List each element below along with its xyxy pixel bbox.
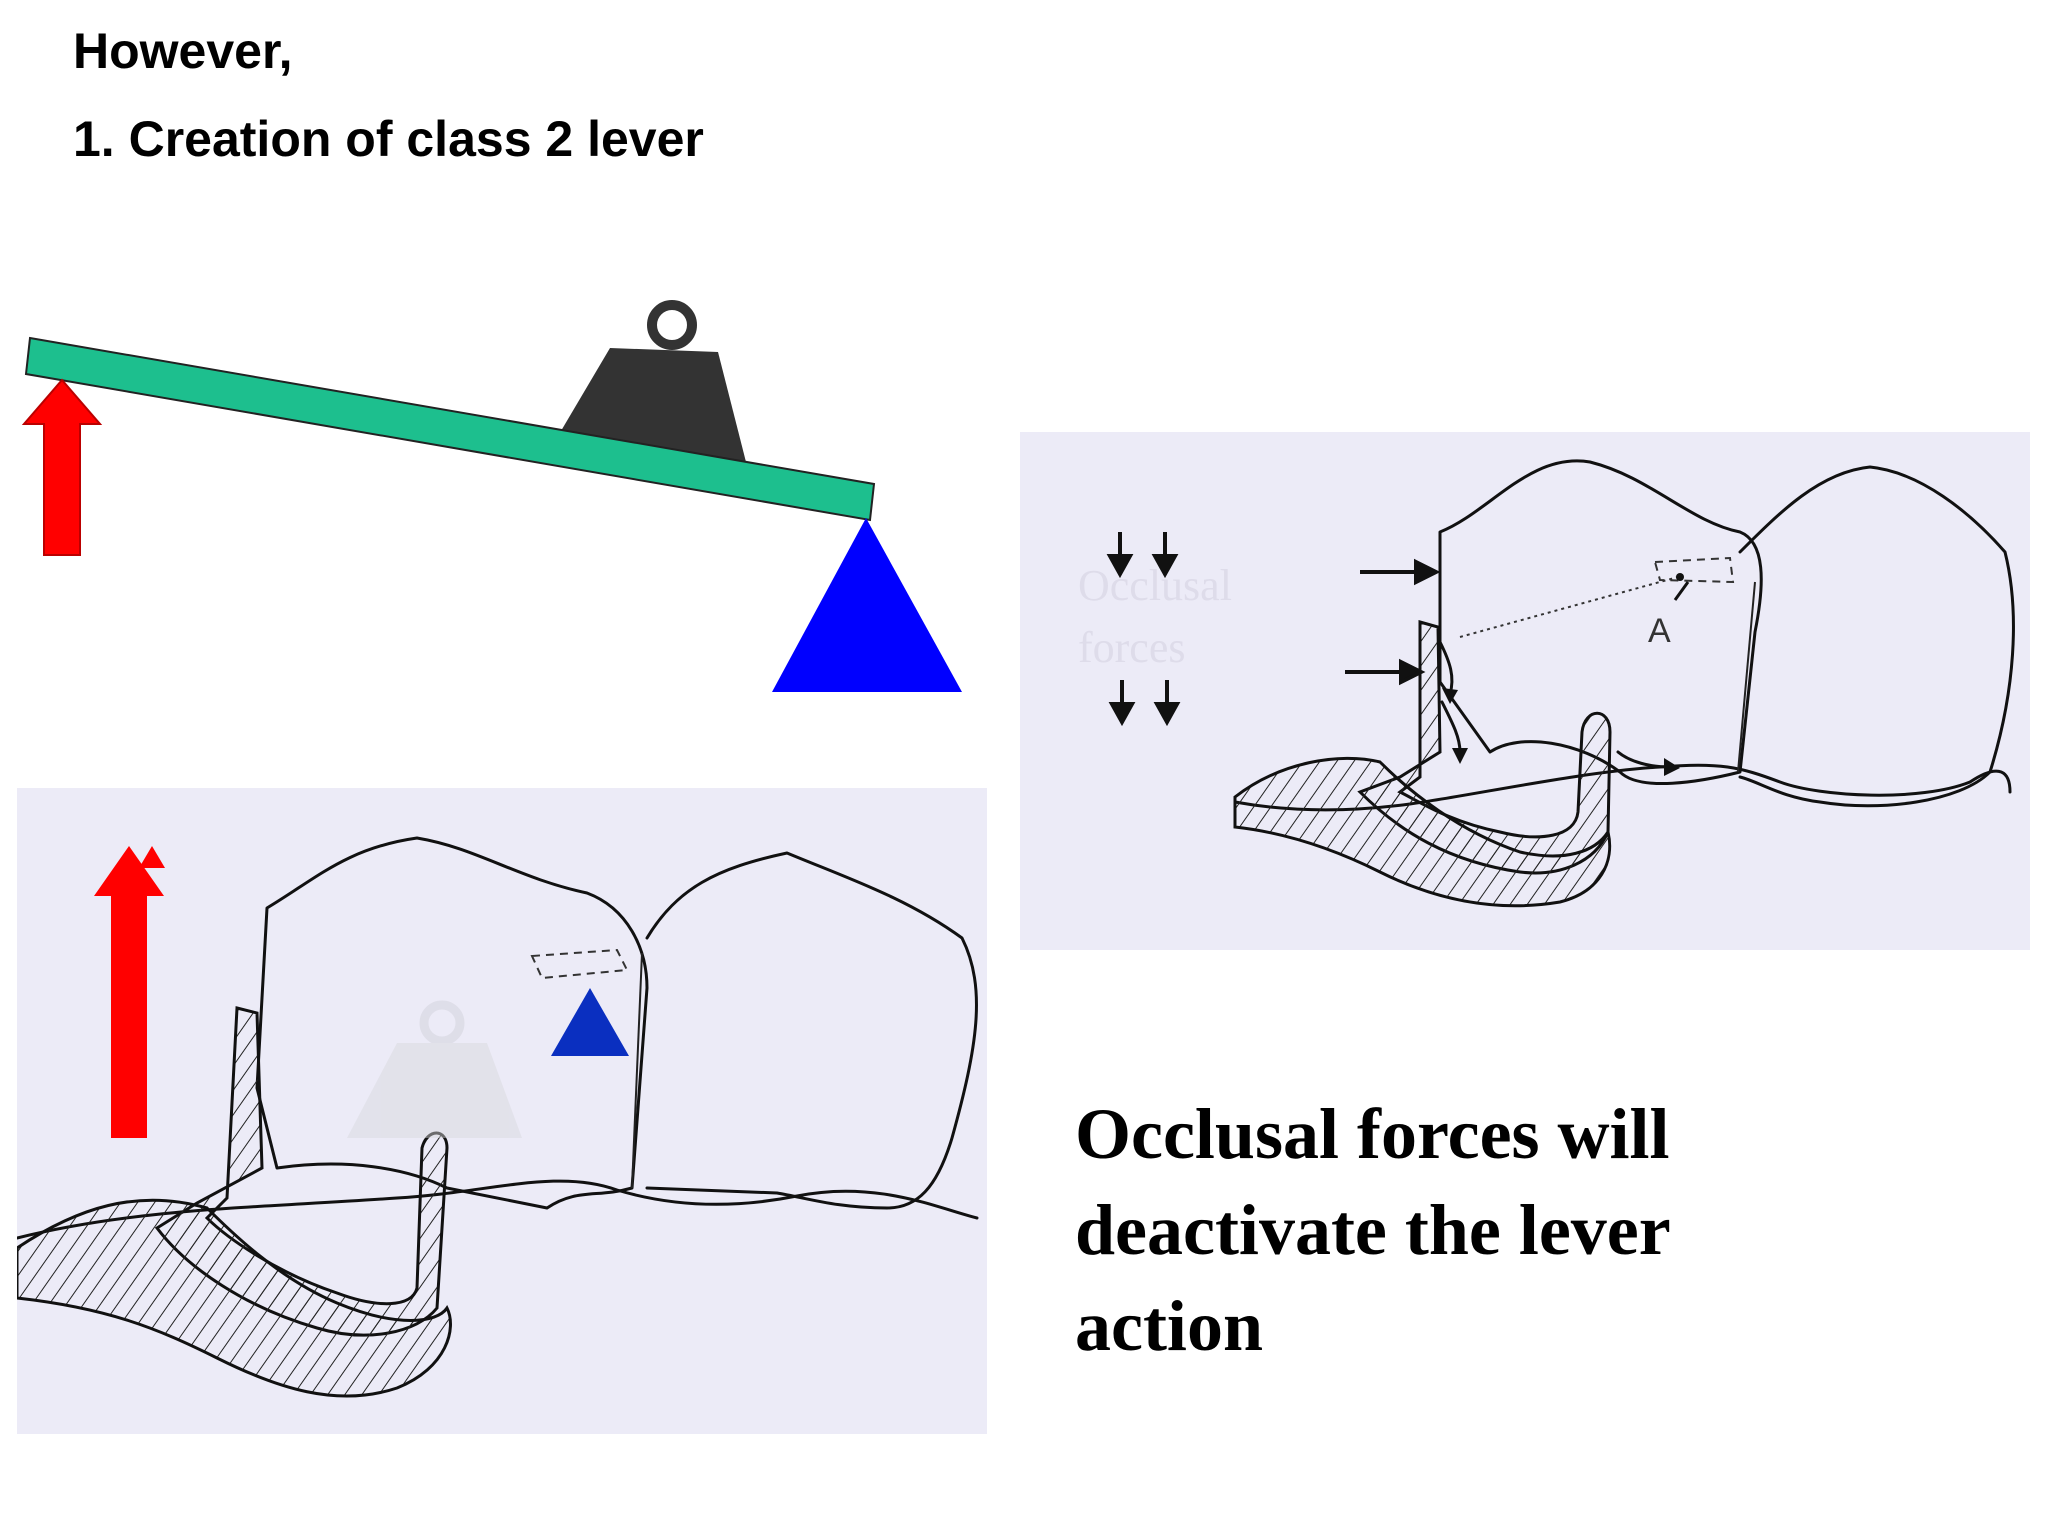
lever-bar xyxy=(24,336,876,522)
faded-weight-icon xyxy=(347,1000,522,1138)
dental-panel-left xyxy=(17,788,987,1434)
blue-triangle-fulcrum-icon xyxy=(551,988,629,1056)
dental-panel-right: Occlusal forces A xyxy=(1020,432,2030,950)
weight-icon xyxy=(558,300,746,462)
lever-diagram xyxy=(21,300,962,692)
caption-line-1: Occlusal forces will xyxy=(1075,1094,1670,1174)
watermark-forces: forces xyxy=(1078,623,1186,672)
caption-line-3: action xyxy=(1075,1286,1263,1366)
heading-class-2-lever: 1. Creation of class 2 lever xyxy=(73,111,704,167)
point-a-label: A xyxy=(1648,612,1671,650)
watermark-occlusal: Occlusal xyxy=(1078,561,1232,610)
down-arrow-icon xyxy=(1106,532,1181,727)
blue-triangle-fulcrum-icon xyxy=(772,518,962,692)
caption-line-2: deactivate the lever xyxy=(1075,1190,1671,1270)
right-arrow-icon xyxy=(1345,558,1441,686)
caption: Occlusal forces will deactivate the leve… xyxy=(1075,1086,1955,1374)
heading-however: However, xyxy=(73,23,293,79)
red-up-arrow-icon xyxy=(21,378,103,556)
red-up-arrow-icon xyxy=(94,846,164,1138)
